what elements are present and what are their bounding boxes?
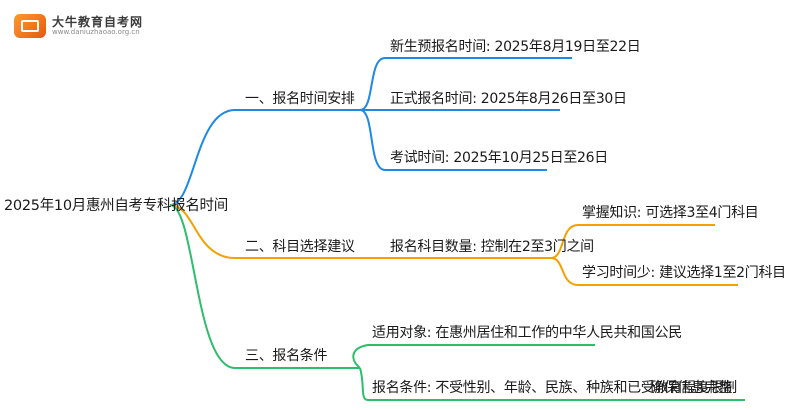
logo-url: www.daniuzhaoao.org.cn	[52, 27, 140, 36]
branch-2-child-1: 报名科目数量: 控制在2至3门之间	[390, 239, 594, 255]
extra-note: 确保信息完整	[650, 380, 733, 396]
branch-2-grandchild-2: 学习时间少: 建议选择1至2门科目	[582, 265, 786, 281]
mindmap-diagram	[169, 57, 745, 401]
branch-1-node: 一、报名时间安排	[245, 91, 355, 107]
branch-1-child-3: 考试时间: 2025年10月25日至26日	[390, 150, 608, 166]
connector-c-g2	[550, 257, 738, 286]
branch-1-child-2: 正式报名时间: 2025年8月26日至30日	[390, 91, 627, 107]
site-logo: 大牛教育自考网 www.daniuzhaoao.org.cn	[14, 14, 143, 38]
connector-root-b2	[169, 204, 360, 259]
connector-root-b3	[169, 204, 360, 369]
connector-b1-c3	[359, 109, 547, 171]
connector-root-b1	[169, 109, 360, 206]
connector-b3-c2	[359, 367, 745, 401]
branch-2-node: 二、科目选择建议	[245, 239, 355, 255]
branch-3-node: 三、报名条件	[245, 348, 328, 364]
branch-1-child-1: 新生预报名时间: 2025年8月19日至22日	[390, 39, 641, 55]
connector-c-g1	[550, 224, 715, 259]
branch-3-child-2: 报名条件: 不受性别、年龄、民族、种族和已受教育程度限制	[372, 380, 737, 396]
root-node: 2025年10月惠州自考专科报名时间	[4, 198, 228, 214]
logo-name: 大牛教育自考网	[52, 14, 144, 29]
connector-b3-c1	[352, 344, 595, 369]
connector-b1-c1	[359, 57, 572, 111]
branch-3-child-1: 适用对象: 在惠州居住和工作的中华人民共和国公民	[372, 325, 682, 341]
logo-text: 大牛教育自考网 www.daniuzhaoao.org.cn	[52, 14, 144, 37]
branch-2-grandchild-1: 掌握知识: 可选择3至4门科目	[582, 205, 759, 221]
book-icon	[14, 14, 46, 38]
